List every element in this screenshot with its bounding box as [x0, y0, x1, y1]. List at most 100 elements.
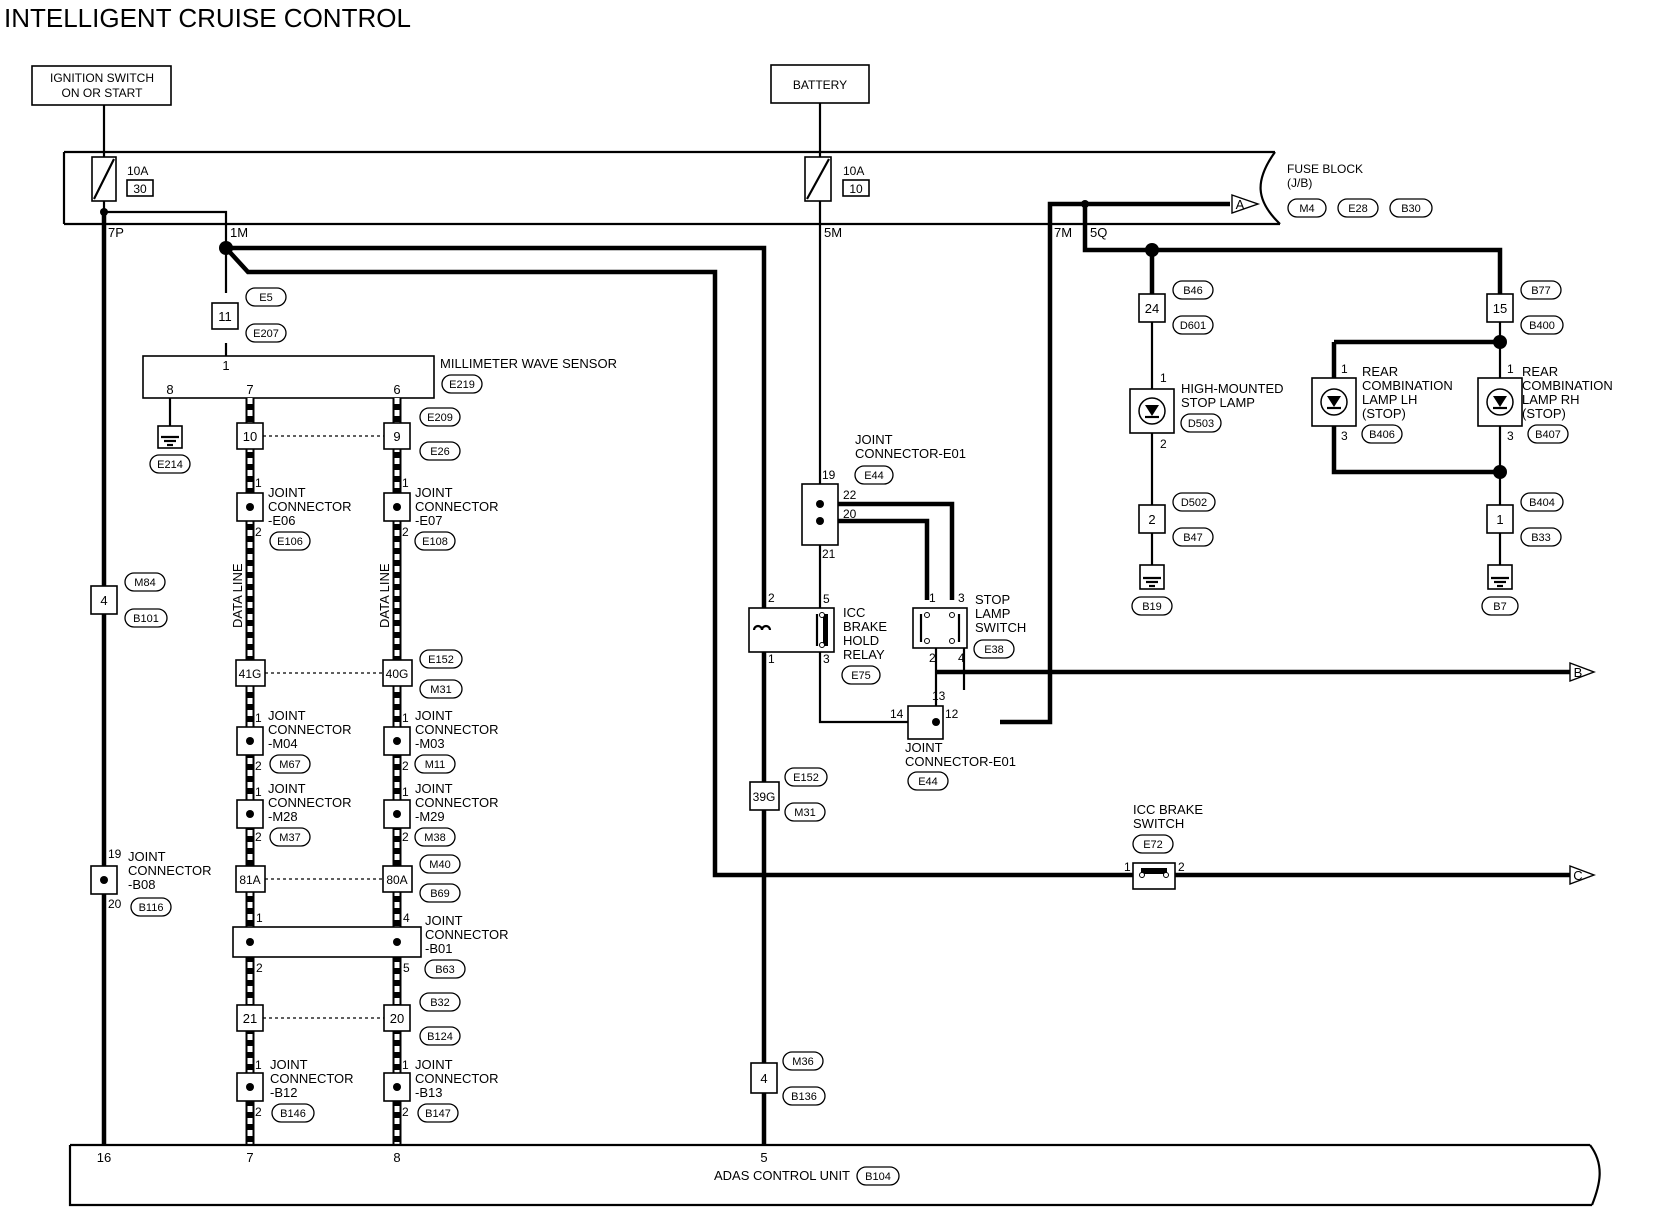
stop-label-3: SWITCH: [975, 620, 1026, 635]
hm-label-1: HIGH-MOUNTED: [1181, 381, 1284, 396]
m36-bot: B136: [791, 1091, 817, 1103]
stop-label-1: STOP: [975, 592, 1010, 607]
fuse-10: 10A 10: [804, 156, 870, 202]
b13-pin1: 1: [402, 1058, 409, 1072]
d502-top: D502: [1181, 497, 1207, 509]
ignition-wires: [100, 105, 1590, 1145]
e07-label-3: -E07: [415, 513, 442, 528]
ground-b19: B19: [1131, 564, 1173, 616]
pair1-left: 10: [243, 429, 257, 444]
b01-pin2: 2: [256, 961, 263, 975]
e07-conn: E108: [422, 536, 448, 548]
arrow-a: A: [1231, 194, 1261, 214]
b08-label-1: JOINT: [128, 849, 166, 864]
m29-label-3: -M29: [415, 809, 445, 824]
b12-label-2: CONNECTOR: [270, 1071, 354, 1086]
battery-wires: [818, 103, 1590, 725]
stop-pin-1: 1: [929, 591, 936, 605]
e01a-conn: E44: [864, 470, 884, 482]
fuse-block-conn-e28: E28: [1348, 203, 1368, 215]
lh-label-1: REAR: [1362, 364, 1398, 379]
b01-pin1: 1: [256, 911, 263, 925]
relay-pin-2: 2: [768, 591, 775, 605]
b01-conn: B63: [435, 964, 455, 976]
connector-e5: 11 E5 E207: [211, 287, 287, 343]
ignition-label-1: IGNITION SWITCH: [50, 71, 154, 85]
rh-label-1: REAR: [1522, 364, 1558, 379]
b46-top: B46: [1183, 285, 1203, 297]
m04-label-2: CONNECTOR: [268, 722, 352, 737]
e01a-label-2: CONNECTOR-E01: [855, 446, 966, 461]
arrow-b-label: B: [1574, 665, 1583, 680]
d502-number: 2: [1148, 512, 1155, 527]
lh-label-3: LAMP LH: [1362, 392, 1417, 407]
fuse-block: FUSE BLOCK (J/B) M4 E28 B30: [62, 150, 1433, 226]
e01b-pin-14: 14: [890, 707, 904, 721]
joint-connector-b13: 1 2 JOINT CONNECTOR -B13 B147: [383, 1057, 499, 1123]
rh-label-4: (STOP): [1522, 406, 1566, 421]
brake-conn: E72: [1143, 839, 1163, 851]
b08-label-2: CONNECTOR: [128, 863, 212, 878]
pair4-right: 20: [390, 1011, 404, 1026]
inline-pair-2: 41G 40G E152 M31: [235, 649, 463, 699]
battery-box: BATTERY: [770, 64, 870, 104]
ground-b7-label: B7: [1493, 601, 1506, 613]
b01-label-3: -B01: [425, 941, 452, 956]
b404-top: B404: [1529, 497, 1555, 509]
rh-pin-1: 1: [1507, 362, 1514, 376]
arrow-c: C: [1569, 864, 1596, 886]
e06-pin1: 1: [255, 476, 262, 490]
adas-pin-5: 5: [760, 1150, 767, 1165]
m29-pin2: 2: [402, 830, 409, 844]
e01a-pin-19: 19: [822, 468, 836, 482]
stop-pin-4: 4: [958, 651, 965, 665]
relay-label-3: HOLD: [843, 633, 879, 648]
brake-pin-2: 2: [1178, 860, 1185, 874]
rear-combination-lamp-lh: 1 3 REAR COMBINATION LAMP LH (STOP) B406: [1311, 362, 1453, 444]
connector-b404: 1 B404 B33: [1486, 492, 1564, 547]
joint-connector-b08: 19 20 JOINT CONNECTOR -B08 B116: [90, 847, 212, 917]
b08-pin2: 20: [108, 897, 122, 911]
connector-d502: 2 D502 B47: [1138, 492, 1216, 547]
inline-pair-4: 21 20 B32 B124: [236, 992, 461, 1046]
mws-ground: E214: [157, 459, 183, 471]
stop-conn: E38: [984, 644, 1004, 656]
b01-label-2: CONNECTOR: [425, 927, 509, 942]
d502-bot: B47: [1183, 532, 1203, 544]
e07-pin1: 1: [402, 476, 409, 490]
b08-pin1: 19: [108, 847, 122, 861]
mws-pin-6: 6: [393, 382, 400, 397]
brake-label-2: SWITCH: [1133, 816, 1184, 831]
pair3-left: 81A: [239, 873, 260, 887]
lh-conn: B406: [1369, 429, 1395, 441]
e01b-conn: E44: [918, 776, 938, 788]
e01b-label-2: CONNECTOR-E01: [905, 754, 1016, 769]
b77-bot: B400: [1529, 320, 1555, 332]
joint-connector-e06: 1 2 JOINT CONNECTOR -E06 E106: [236, 476, 352, 551]
arrow-b: B: [1569, 661, 1596, 683]
lh-pin-1: 1: [1341, 362, 1348, 376]
pair4-top: B32: [430, 997, 450, 1009]
joint-connector-m28: 1 2 JOINT CONNECTOR -M28 M37: [236, 781, 352, 847]
m36-top: M36: [792, 1056, 813, 1068]
b77-top: B77: [1531, 285, 1551, 297]
m03-conn: M11: [425, 759, 446, 771]
arrow-a-label: A: [1236, 197, 1245, 212]
connector-m84: 4 M84 B101: [90, 572, 168, 628]
e01b-pin-13: 13: [932, 689, 946, 703]
stop-pin-2: 2: [929, 651, 936, 665]
millimeter-wave-sensor: 1 8 7 6 MILLIMETER WAVE SENSOR E219 E214: [142, 355, 617, 474]
b46-number: 24: [1145, 301, 1159, 316]
pair2-top: E152: [428, 654, 454, 666]
e06-label-1: JOINT: [268, 485, 306, 500]
m03-pin2: 2: [402, 759, 409, 773]
b08-label-3: -B08: [128, 877, 155, 892]
m28-conn: M37: [279, 832, 300, 844]
connector-m36: 4 M36 B136: [750, 1051, 826, 1106]
lh-label-2: COMBINATION: [1362, 378, 1453, 393]
icc-brake-hold-relay: 2 5 1 3 ICC BRAKE HOLD RELAY E75: [748, 591, 887, 685]
ground-b7: B7: [1481, 564, 1519, 616]
rear-combination-lamp-rh: 1 3 REAR COMBINATION LAMP RH (STOP) B407: [1477, 362, 1613, 444]
b12-label-1: JOINT: [270, 1057, 308, 1072]
ignition-switch-box: IGNITION SWITCH ON OR START: [31, 65, 172, 106]
